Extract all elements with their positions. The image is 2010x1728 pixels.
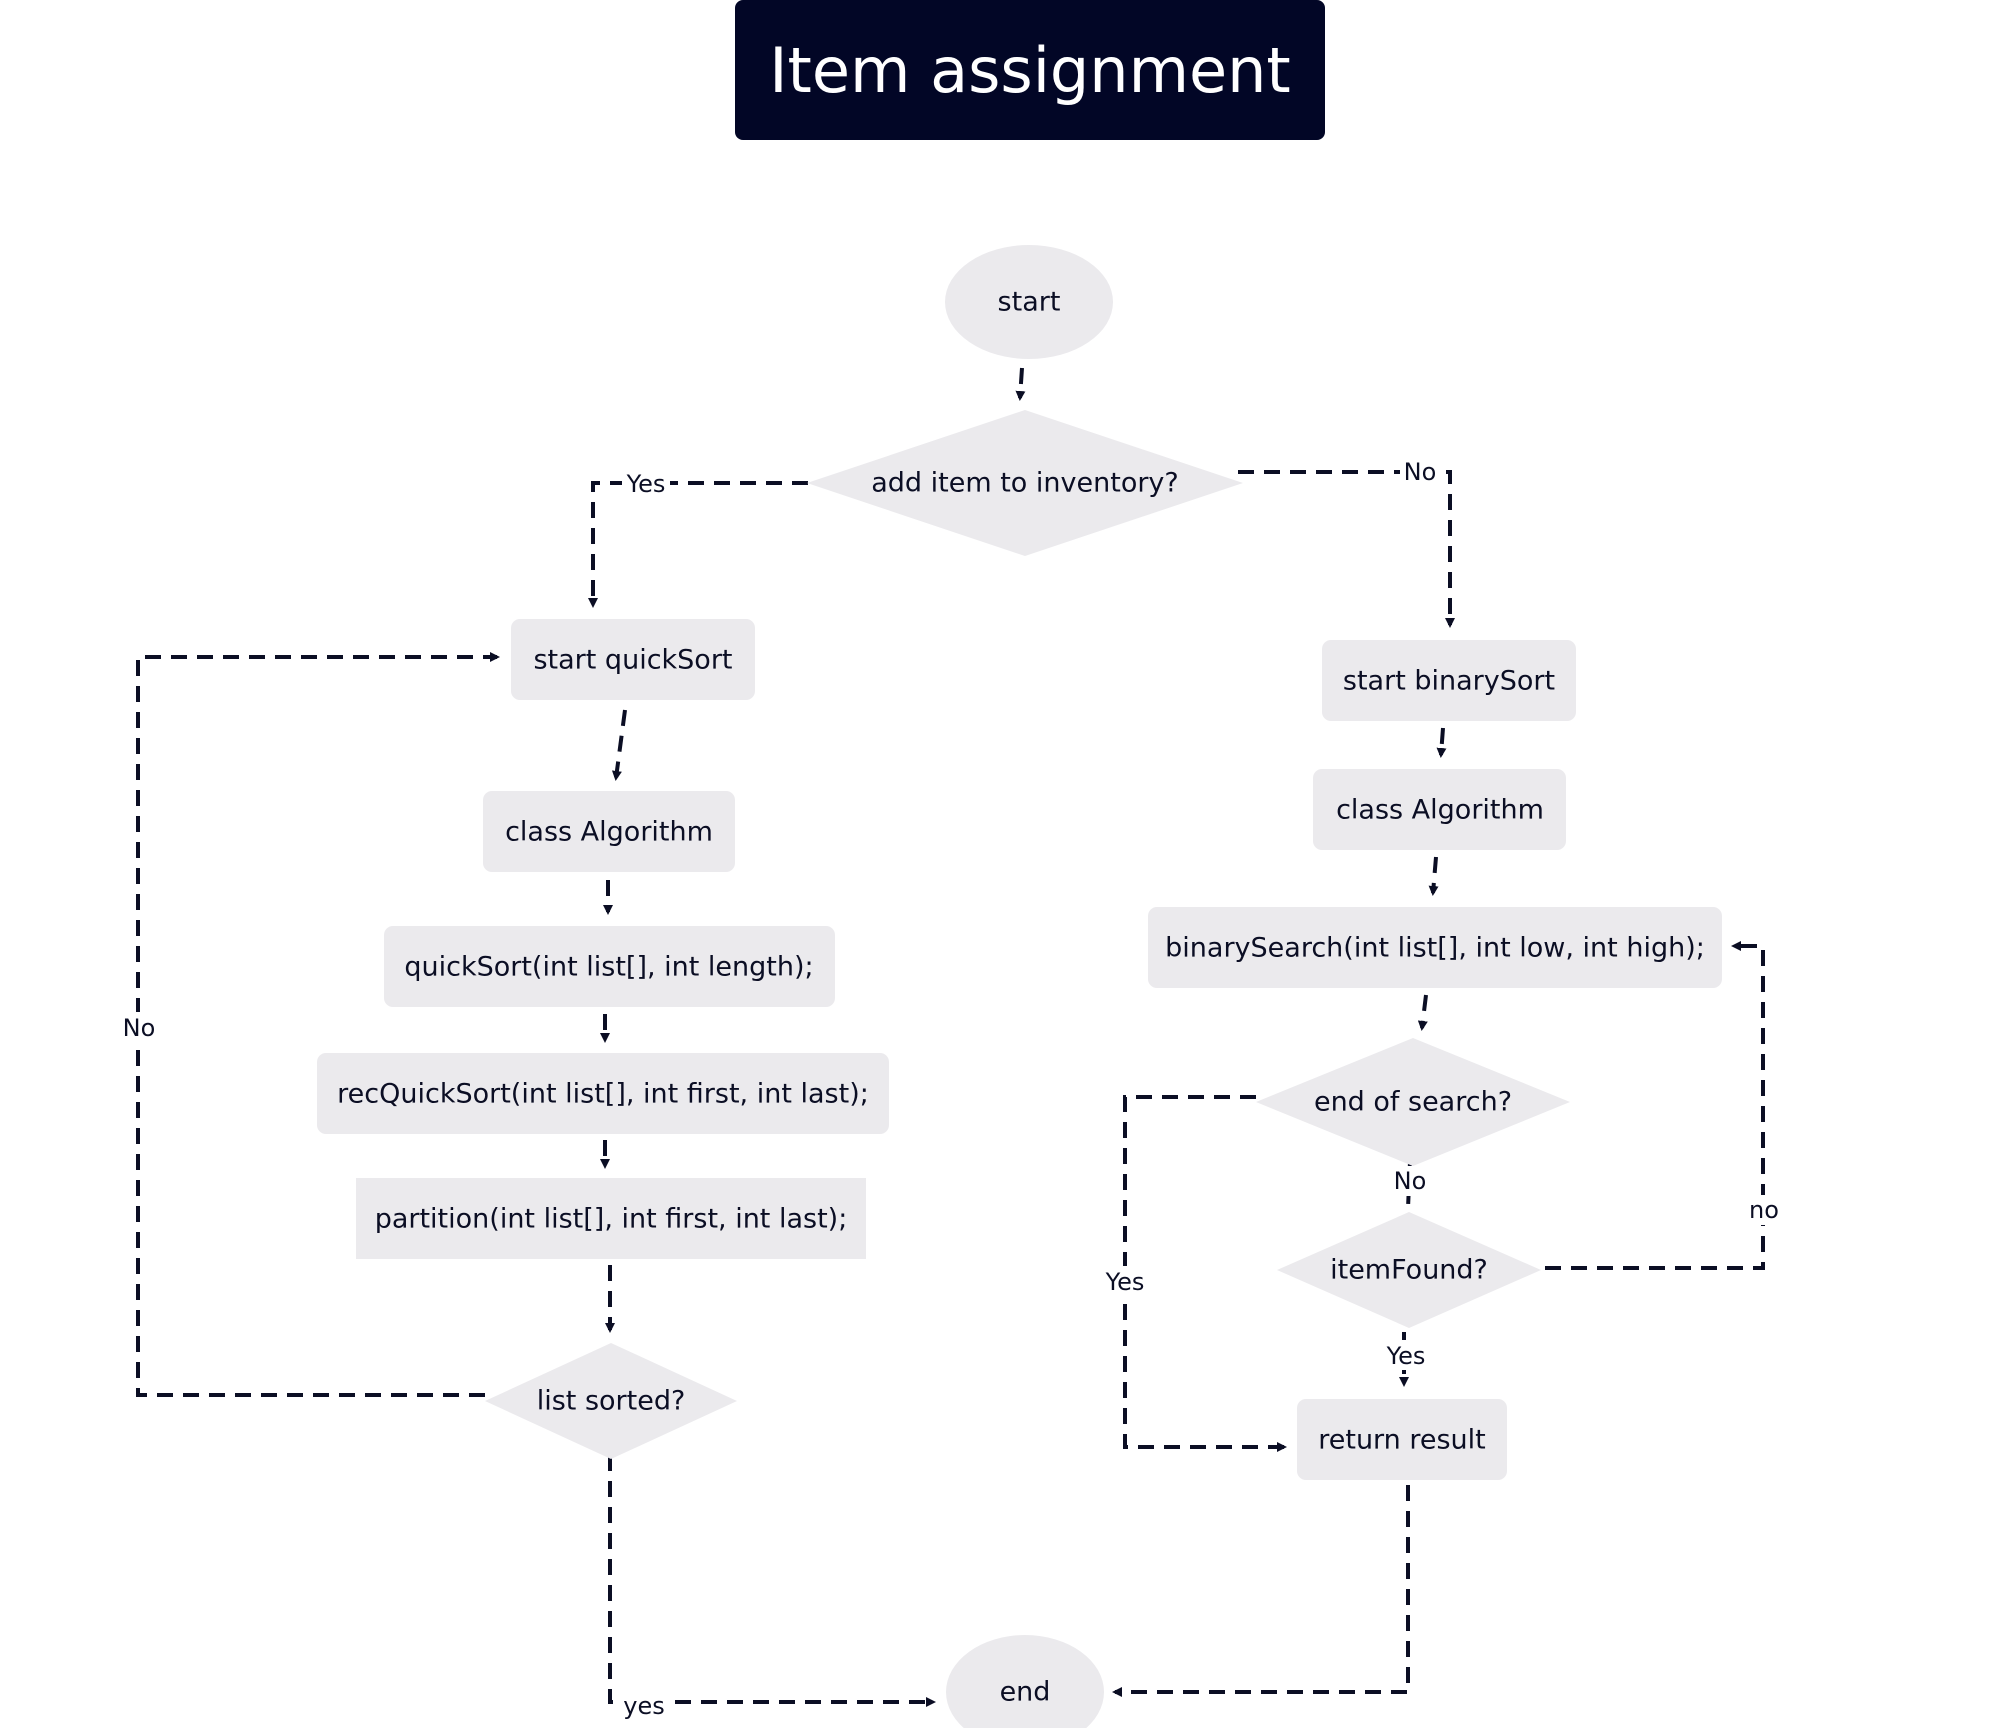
node-class-algorithm-left-label: class Algorithm	[505, 817, 713, 848]
node-start-quicksort-label: start quickSort	[533, 645, 732, 676]
edge-search-yes	[1123, 1095, 1287, 1452]
decision-list-sorted: list sorted?	[485, 1343, 737, 1459]
node-return-result-label: return result	[1318, 1425, 1486, 1456]
title-banner: Item assignment	[735, 0, 1325, 140]
node-class-algorithm-right-label: class Algorithm	[1336, 795, 1544, 826]
node-partition-fn-label: partition(int list[], int first, int las…	[375, 1204, 848, 1235]
node-start-binarysort-label: start binarySort	[1343, 666, 1555, 697]
edge-sorted-yes	[608, 1455, 936, 1707]
edge-add-yes	[588, 481, 808, 608]
edge-return-to-end	[1112, 1485, 1410, 1697]
node-end: end	[946, 1635, 1104, 1728]
decision-item-found-label: itemFound?	[1330, 1255, 1488, 1286]
node-binarysearch-fn: binarySearch(int list[], int low, int hi…	[1148, 907, 1722, 988]
edge-labels: Yes No No yes Yes No no Yes	[118, 457, 1783, 1720]
decision-end-of-search-label: end of search?	[1314, 1087, 1512, 1118]
node-end-label: end	[1000, 1677, 1051, 1708]
decision-item-found: itemFound?	[1277, 1212, 1541, 1328]
edge-binarysearch-to-end-of-search	[1417, 994, 1428, 1031]
label-search-end-yes: Yes	[1105, 1268, 1145, 1296]
decision-add-item: add item to inventory?	[807, 410, 1243, 556]
label-sorted-yes: yes	[623, 1692, 664, 1720]
label-add-yes: Yes	[626, 470, 666, 498]
node-start: start	[945, 245, 1113, 359]
label-found-no: no	[1749, 1196, 1779, 1224]
edge-quicksort-to-class	[611, 709, 627, 781]
node-start-binarysort: start binarySort	[1322, 640, 1576, 721]
node-recquicksort-fn-label: recQuickSort(int list[], int first, int …	[337, 1079, 869, 1110]
decision-list-sorted-label: list sorted?	[537, 1386, 686, 1417]
node-binarysearch-fn-label: binarySearch(int list[], int low, int hi…	[1165, 933, 1705, 964]
node-class-algorithm-left: class Algorithm	[483, 791, 735, 872]
edge-class-to-binarysearch	[1428, 856, 1439, 896]
label-search-end-no: No	[1394, 1167, 1427, 1195]
label-found-yes: Yes	[1386, 1342, 1426, 1370]
edge-binarysort-to-class	[1436, 727, 1447, 758]
edge-sorted-no-loop	[136, 652, 500, 1397]
node-quicksort-fn-label: quickSort(int list[], int length);	[404, 952, 813, 983]
decision-add-item-label: add item to inventory?	[871, 468, 1179, 499]
nodes: start add item to inventory? start quick…	[317, 245, 1722, 1728]
node-return-result: return result	[1297, 1399, 1507, 1480]
edge-found-no-loop	[1545, 941, 1765, 1270]
decision-end-of-search: end of search?	[1256, 1038, 1570, 1166]
label-sorted-no: No	[123, 1014, 156, 1042]
diagram-title: Item assignment	[769, 33, 1291, 107]
edge-add-no	[1238, 470, 1455, 628]
node-class-algorithm-right: class Algorithm	[1313, 769, 1566, 850]
edges	[136, 367, 1765, 1707]
node-partition-fn: partition(int list[], int first, int las…	[356, 1178, 866, 1259]
node-recquicksort-fn: recQuickSort(int list[], int first, int …	[317, 1053, 889, 1134]
node-start-label: start	[998, 287, 1061, 318]
edge-start-to-decision	[1015, 367, 1026, 401]
node-quicksort-fn: quickSort(int list[], int length);	[384, 926, 835, 1007]
node-start-quicksort: start quickSort	[511, 619, 755, 700]
label-add-no: No	[1404, 458, 1437, 486]
